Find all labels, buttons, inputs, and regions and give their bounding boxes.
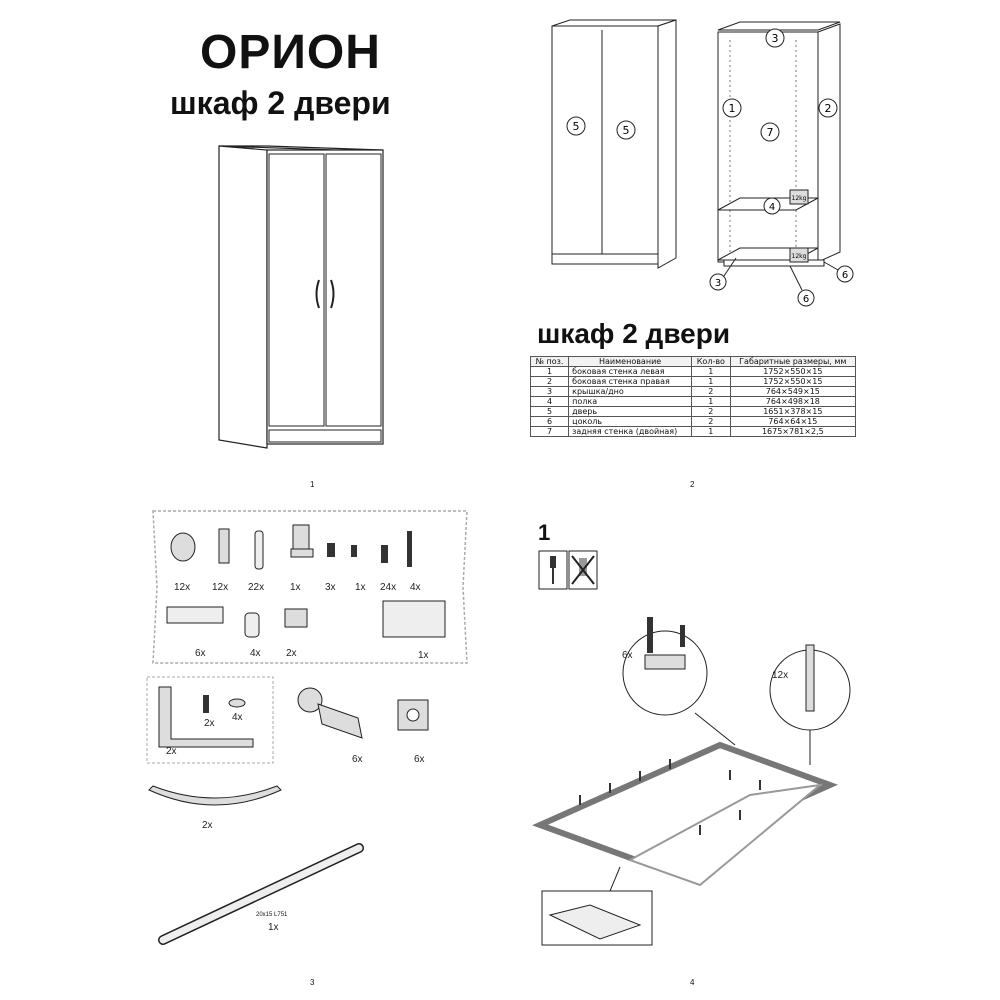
label-top: 3 <box>772 32 779 45</box>
cell-dims: 764×498×18 <box>729 396 857 407</box>
hanging-rod-illustration <box>158 843 364 945</box>
no-drill-icon <box>571 555 595 585</box>
qty-hinge-cup: 6x <box>352 754 363 765</box>
qty-cam-lock: 12x <box>174 582 191 593</box>
screwdriver-icon <box>550 556 556 584</box>
label-bottom: 3 <box>715 278 721 289</box>
cell-name: дверь <box>568 406 693 417</box>
label-weight-shelf: 12kg <box>792 195 807 202</box>
qty-bracket-washer: 4x <box>232 712 243 723</box>
qty-rod-holder: 2x <box>286 648 297 659</box>
label-left-side: 1 <box>729 102 736 115</box>
label-weight-bottom: 12kg <box>792 253 807 260</box>
qty-callout-right: 12x <box>772 670 789 681</box>
qty-bracket-screw: 2x <box>204 718 215 729</box>
cell-name: крышка/дно <box>568 386 693 397</box>
page-number-1: 1 <box>310 480 315 489</box>
page-number-4: 4 <box>690 978 695 987</box>
cell-name: цоколь <box>568 416 693 427</box>
col-pos: № поз. <box>529 356 570 367</box>
rod-spec: 20x15 L751 <box>256 912 288 918</box>
qty-hinge-plate: 6x <box>414 754 425 765</box>
table-title: шкаф 2 двери <box>537 318 731 349</box>
col-dims: Габаритные размеры, мм <box>729 356 857 367</box>
label-plinth-side: 6 <box>842 270 848 281</box>
cell-dims: 764×64×15 <box>729 416 857 427</box>
qty-screw-pack: 1x <box>418 650 429 661</box>
cell-qty: 2 <box>691 406 731 417</box>
cell-pos: 7 <box>529 426 570 437</box>
label-back: 7 <box>767 126 774 139</box>
exploded-wardrobe-diagram: 12kg 12kg 3 1 2 7 4 3 6 6 <box>709 21 854 307</box>
cell-dims: 764×549×15 <box>729 386 857 397</box>
qty-door-handle: 2x <box>202 820 213 831</box>
bracket-set-illustration <box>146 676 274 764</box>
closed-wardrobe-diagram: 5 5 <box>551 19 677 269</box>
hinge-illustration <box>297 687 429 739</box>
qty-cam-bolt: 12x <box>212 582 229 593</box>
cell-pos: 4 <box>529 396 570 407</box>
step-number: 1 <box>538 520 551 545</box>
qty-angle-bracket: 2x <box>166 746 177 757</box>
label-shelf: 4 <box>769 202 775 213</box>
page-subtitle: шкаф 2 двери <box>170 85 391 121</box>
label-door-right: 5 <box>623 124 630 137</box>
cell-dims: 1675×781×2,5 <box>729 426 857 437</box>
label-right-side: 2 <box>825 102 832 115</box>
qty-screw-b: 1x <box>355 582 366 593</box>
cell-name: полка <box>568 396 693 407</box>
wardrobe-illustration <box>218 145 384 449</box>
qty-bracket: 1x <box>290 582 301 593</box>
table-header-row: № поз. Наименование Кол-во Габаритные ра… <box>529 356 857 367</box>
cell-dims: 1752×550×15 <box>729 376 857 387</box>
cell-qty: 1 <box>691 396 731 407</box>
cell-pos: 3 <box>529 386 570 397</box>
qty-shelf-support: 6x <box>195 648 206 659</box>
cell-name: задняя стенка (двойная) <box>568 426 693 437</box>
hardware-bag-outline <box>152 510 468 664</box>
cell-dims: 1651×378×15 <box>729 406 857 417</box>
qty-dowel: 22x <box>248 582 265 593</box>
page-number-2: 2 <box>690 480 695 489</box>
tool-icons <box>538 550 598 590</box>
label-door-left: 5 <box>573 120 580 133</box>
cell-dims: 1752×550×15 <box>729 366 857 377</box>
col-qty: Кол-во <box>691 356 731 367</box>
label-plinth-front: 6 <box>803 294 809 305</box>
assembly-step-diagram <box>531 617 851 946</box>
cell-pos: 6 <box>529 416 570 427</box>
cell-name: боковая стенка левая <box>568 366 693 377</box>
page-number-3: 3 <box>310 978 315 987</box>
cell-qty: 1 <box>691 366 731 377</box>
cell-pos: 2 <box>529 376 570 387</box>
cell-qty: 2 <box>691 386 731 397</box>
qty-screw-c: 24x <box>380 582 397 593</box>
col-name: Наименование <box>568 356 693 367</box>
cell-qty: 1 <box>691 376 731 387</box>
page-title: ОРИОН <box>200 26 381 79</box>
qty-screw-d: 4x <box>410 582 421 593</box>
parts-table: № поз. Наименование Кол-во Габаритные ра… <box>529 356 857 437</box>
cell-qty: 1 <box>691 426 731 437</box>
qty-callout-left: 6x <box>622 650 633 661</box>
cell-name: боковая стенка правая <box>568 376 693 387</box>
qty-rod: 1x <box>268 922 279 933</box>
cell-pos: 5 <box>529 406 570 417</box>
cell-qty: 2 <box>691 416 731 427</box>
cell-pos: 1 <box>529 366 570 377</box>
qty-tip: 4x <box>250 648 261 659</box>
door-handle-illustration <box>148 785 282 806</box>
qty-screw-a: 3x <box>325 582 336 593</box>
